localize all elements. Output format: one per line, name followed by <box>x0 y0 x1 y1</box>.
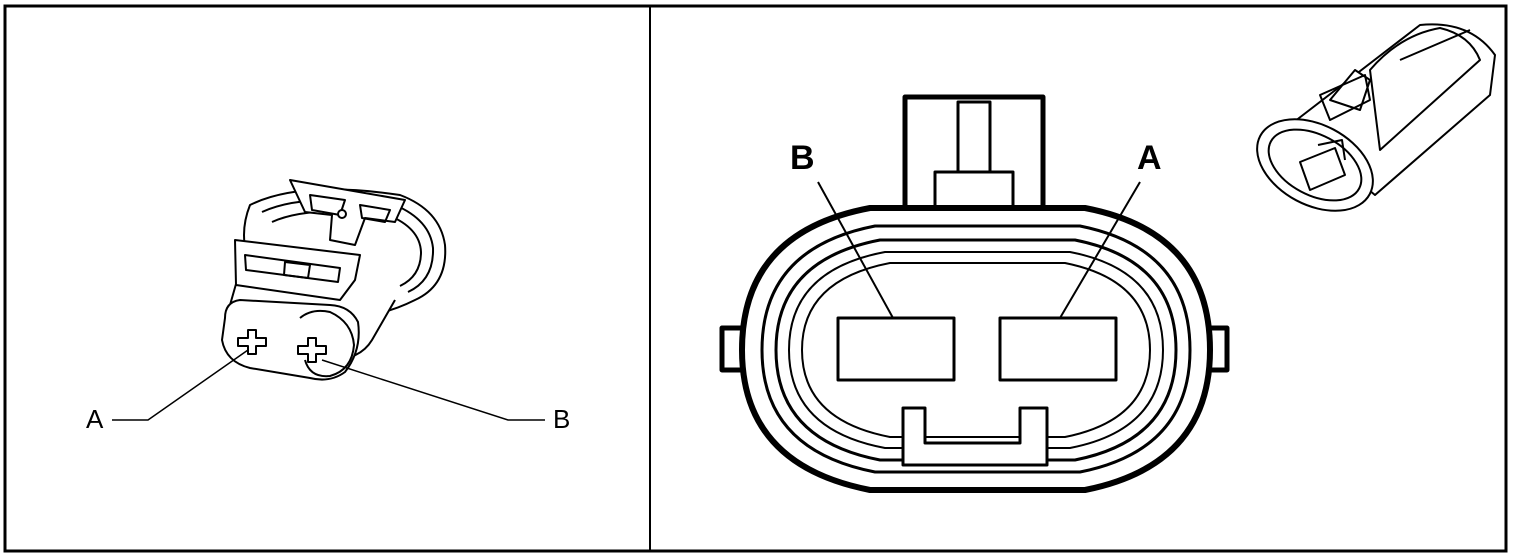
leader-line-a <box>112 349 249 421</box>
cavity-a-label: A <box>1137 139 1162 177</box>
connector-thumbnail <box>1256 23 1496 212</box>
leader-line-cavity-b <box>817 181 894 319</box>
right-leader-lines <box>817 181 1141 319</box>
left-connector-drawing <box>221 179 447 381</box>
left-leader-lines <box>112 349 545 421</box>
terminal-a-label: A <box>86 404 104 434</box>
terminal-b-label: B <box>553 404 571 434</box>
leader-line-cavity-a <box>1059 181 1141 319</box>
front-face-drawing <box>719 94 1230 493</box>
diagram-border <box>3 4 1508 553</box>
cavity-b-rect <box>836 316 956 382</box>
leader-line-b <box>321 359 545 421</box>
cavity-b-label: B <box>790 139 815 177</box>
cavity-a-rect <box>998 316 1118 382</box>
